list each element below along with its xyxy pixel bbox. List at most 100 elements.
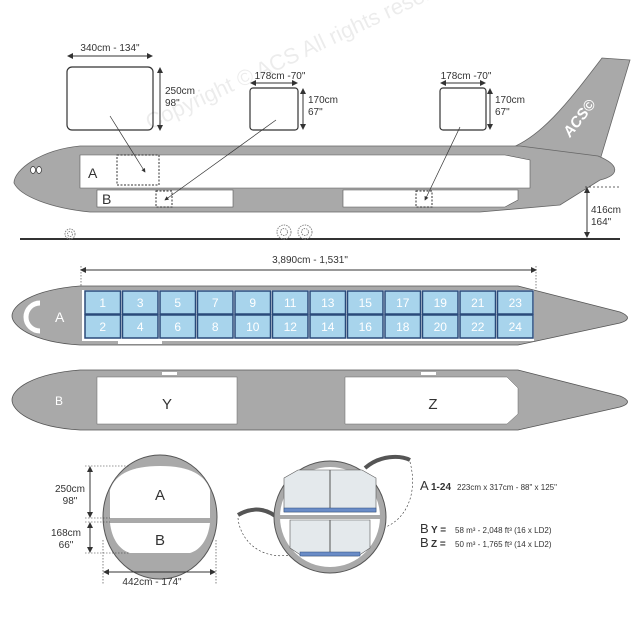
big-container-height-in: 98" (165, 98, 180, 109)
pallet-position-17 (384, 290, 422, 315)
hold-z-label: Z (428, 396, 437, 413)
cross-section-a-label: A (155, 487, 165, 504)
legend-item-a: A 1-24 223cm x 317cm - 88" x 125" (420, 478, 557, 493)
svg-text:A: A (420, 478, 429, 493)
pallet-position-10 (234, 314, 272, 339)
main-deck-plan-label: A (55, 309, 65, 325)
lower-deck-plan: B Y Z (11, 369, 628, 431)
pallet-position-1 (84, 290, 122, 315)
svg-text:Y =: Y = (431, 525, 446, 536)
pallet-position-label: 23 (509, 296, 523, 310)
pallet-position-7 (196, 290, 234, 315)
a-height-cm: 250cm (55, 484, 85, 495)
svg-text:58 m³ - 2,048 ft³ (16 x LD2): 58 m³ - 2,048 ft³ (16 x LD2) (455, 526, 552, 535)
main-deck-plan: 3,890cm - 1,531" A 123456789101112131415… (11, 255, 628, 346)
legend-item-y: B Y = 58 m³ - 2,048 ft³ (16 x LD2) (420, 521, 552, 536)
pallet-position-23 (496, 290, 534, 315)
pallet-position-label: 19 (434, 296, 448, 310)
pallet-position-label: 14 (321, 320, 335, 334)
pallet-position-label: 10 (246, 320, 260, 334)
lower-hold-fwd (96, 189, 234, 208)
main-deck-a (79, 154, 531, 189)
pallet-position-21 (459, 290, 497, 315)
pallet-position-label: 6 (174, 320, 181, 334)
lower-deck-plan-label: B (55, 394, 63, 408)
lower-hold-aft (342, 189, 519, 208)
pallet-position-9 (234, 290, 272, 315)
cross-section-loaded (236, 454, 413, 574)
pallet-position-8 (196, 314, 234, 339)
pallet-position-label: 17 (396, 296, 410, 310)
a-height-in: 98" (63, 496, 78, 507)
b-height-in: 66" (59, 540, 74, 551)
pallet-position-4 (121, 314, 159, 339)
pallet-position-22 (459, 314, 497, 339)
small-container-2-height-in: 67" (495, 107, 510, 118)
pallet-position-label: 20 (434, 320, 448, 334)
pallet-position-18 (384, 314, 422, 339)
pallet-position-label: 1 (99, 296, 106, 310)
aircraft-height-in: 164" (591, 217, 612, 228)
small-container-1-width: 178cm -70" (255, 71, 306, 82)
tail-fin (504, 57, 631, 161)
pallet-position-label: 18 (396, 320, 410, 334)
big-container-width: 340cm - 134" (80, 43, 140, 54)
legend-item-z: B Z = 50 m³ - 1,765 ft³ (14 x LD2) (420, 535, 552, 550)
deck-b-label: B (102, 191, 111, 207)
pallet-position-19 (421, 290, 459, 315)
svg-text:B: B (420, 535, 429, 550)
svg-text:B: B (420, 521, 429, 536)
pallet-position-label: 3 (137, 296, 144, 310)
small-container-2-height-cm: 170cm (495, 95, 525, 106)
small-container-1-height-in: 67" (308, 107, 323, 118)
hold-z (344, 376, 519, 425)
hold-y (96, 376, 238, 425)
pallet-position-11 (271, 290, 309, 315)
big-container-outline (116, 154, 160, 186)
small-container-1-height-cm: 170cm (308, 95, 338, 106)
cockpit-seats-icon (23, 300, 41, 334)
pallet-position-label: 7 (212, 296, 219, 310)
pallet-position-15 (346, 290, 384, 315)
pallet-position-20 (421, 314, 459, 339)
pallet-position-6 (159, 314, 197, 339)
pallet-position-label: 12 (284, 320, 298, 334)
cockpit-windows-icon (30, 166, 42, 174)
pallet-position-2 (84, 314, 122, 339)
pallet-position-label: 24 (509, 320, 523, 334)
big-container-height-cm: 250cm (165, 86, 195, 97)
pallet-position-14 (309, 314, 347, 339)
legend: A 1-24 223cm x 317cm - 88" x 125" B Y = … (420, 478, 557, 550)
cross-section-b-label: B (155, 532, 165, 549)
pallet-position-3 (121, 290, 159, 315)
pallet-position-label: 22 (471, 320, 485, 334)
svg-text:1-24: 1-24 (431, 482, 451, 493)
b-height-cm: 168cm (51, 528, 81, 539)
aircraft-height-cm: 416cm (591, 205, 621, 216)
small-container-2 (439, 87, 487, 131)
pallet-position-label: 16 (359, 320, 373, 334)
pallet-position-5 (159, 290, 197, 315)
pallet-position-label: 15 (359, 296, 373, 310)
svg-text:Z =: Z = (431, 539, 446, 550)
pallet-position-label: 2 (99, 320, 106, 334)
hold-y-label: Y (162, 396, 172, 413)
svg-text:50 m³ - 1,765 ft³ (14 x LD2): 50 m³ - 1,765 ft³ (14 x LD2) (455, 540, 552, 549)
pallet-position-12 (271, 314, 309, 339)
pallet-position-label: 4 (137, 320, 144, 334)
small-container-outline-aft (415, 190, 433, 208)
landing-gear-wheels-icon (64, 224, 313, 240)
pallet-position-24 (496, 314, 534, 339)
svg-text:223cm x 317cm - 88" x 125": 223cm x 317cm - 88" x 125" (457, 483, 557, 492)
pallet-position-label: 8 (212, 320, 219, 334)
pallet-position-label: 11 (284, 296, 297, 310)
deck-length-label: 3,890cm - 1,531" (272, 255, 348, 266)
cross-section-width: 442cm - 174" (122, 577, 182, 588)
small-container-2-width: 178cm -70" (441, 71, 492, 82)
small-container-outline-fwd (155, 190, 173, 208)
side-view: A B ACS© 340cm - 134" 250cm 98" 178cm -7… (13, 43, 631, 240)
big-container (66, 66, 154, 131)
pallet-position-label: 13 (321, 296, 335, 310)
pallet-position-16 (346, 314, 384, 339)
deck-a-label: A (88, 165, 98, 181)
